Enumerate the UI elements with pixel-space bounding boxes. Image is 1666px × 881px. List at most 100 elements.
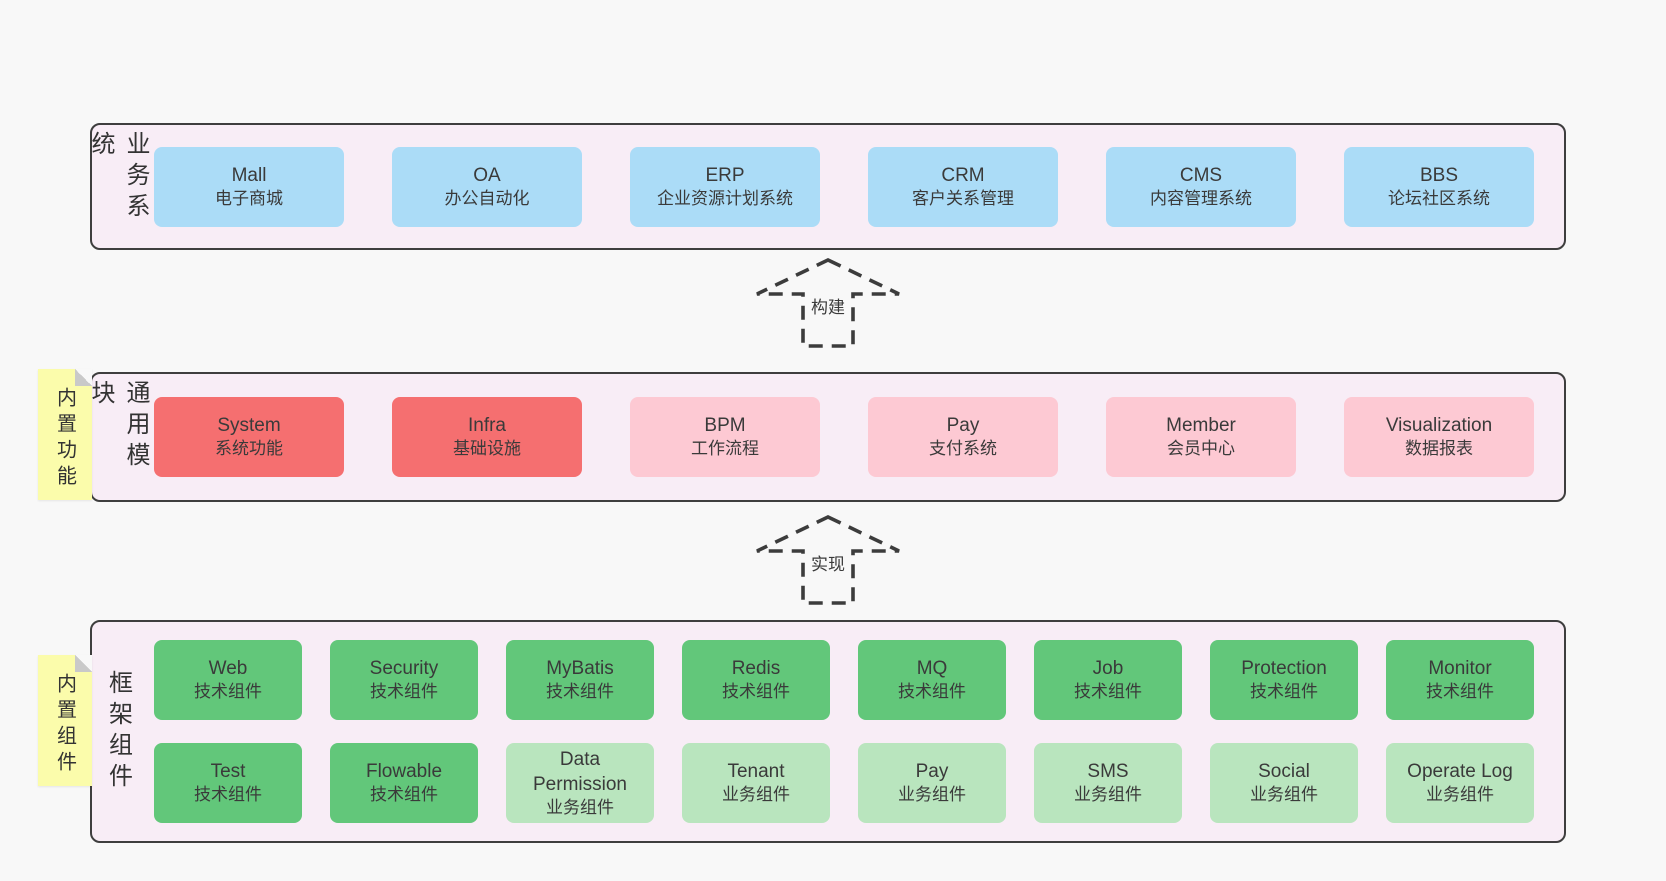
box-name: Job xyxy=(1092,658,1124,680)
box-name: Mall xyxy=(231,164,267,186)
box-subtitle: 系统功能 xyxy=(215,439,283,459)
box-subtitle: 工作流程 xyxy=(691,439,759,459)
implement-arrow-label: 实现 xyxy=(808,549,848,576)
box-name: Visualization xyxy=(1385,415,1493,437)
sticky-note-built-in-functions: 内置功能 xyxy=(38,369,92,500)
box-name: Flowable xyxy=(365,761,443,783)
box-name: Security xyxy=(369,658,439,680)
box-name: OA xyxy=(473,164,501,186)
sticky-note-label: 内置组件 xyxy=(53,672,76,777)
box-subtitle: 技术组件 xyxy=(1074,682,1142,702)
box-subtitle: 技术组件 xyxy=(722,682,790,702)
box-name: Operate Log xyxy=(1407,761,1513,783)
box-name: SMS xyxy=(1087,761,1129,783)
box-name: Data Permission xyxy=(533,748,627,795)
implement-arrow-icon: 实现 xyxy=(753,513,903,607)
box-subtitle: 业务组件 xyxy=(898,785,966,805)
box-name: ERP xyxy=(705,164,745,186)
box-subtitle: 业务组件 xyxy=(1074,785,1142,805)
box-subtitle: 技术组件 xyxy=(370,682,438,702)
box-subtitle: 企业资源计划系统 xyxy=(657,188,793,208)
box-subtitle: 技术组件 xyxy=(1250,682,1318,702)
box-subtitle: 业务组件 xyxy=(1426,785,1494,805)
box-name: Pay xyxy=(915,761,949,783)
box-subtitle: 会员中心 xyxy=(1167,439,1235,459)
box-subtitle: 业务组件 xyxy=(1250,785,1318,805)
box-subtitle: 技术组件 xyxy=(546,682,614,702)
box-subtitle: 技术组件 xyxy=(898,682,966,702)
sticky-note-label: 内置功能 xyxy=(53,386,76,491)
box-subtitle: 业务组件 xyxy=(722,785,790,805)
build-arrow-icon: 构建 xyxy=(753,256,903,350)
box-name: BBS xyxy=(1419,164,1459,186)
box-name: Tenant xyxy=(727,761,785,783)
box-name: CRM xyxy=(941,164,985,186)
box-subtitle: 论坛社区系统 xyxy=(1388,188,1490,208)
box-subtitle: 内容管理系统 xyxy=(1150,188,1252,208)
box-name: Redis xyxy=(731,658,781,680)
box-subtitle: 技术组件 xyxy=(370,785,438,805)
layer-label-business: 业务系统 xyxy=(87,131,149,224)
box-name: MQ xyxy=(916,658,948,680)
folded-corner-icon xyxy=(75,655,92,672)
box-name: BPM xyxy=(704,415,746,437)
box-name: Monitor xyxy=(1428,658,1492,680)
box-name: Protection xyxy=(1241,658,1327,680)
box-subtitle: 基础设施 xyxy=(453,439,521,459)
box-subtitle: 业务组件 xyxy=(546,797,614,817)
box-name: Member xyxy=(1166,415,1236,437)
box-subtitle: 技术组件 xyxy=(194,785,262,805)
layer-label-components: 框架组件 xyxy=(104,669,132,794)
folded-corner-icon xyxy=(75,369,92,386)
box-name: Infra xyxy=(467,415,507,437)
build-arrow-label: 构建 xyxy=(808,292,848,319)
box-name: CMS xyxy=(1179,164,1223,186)
box-name: Pay xyxy=(946,415,980,437)
box-name: Test xyxy=(210,761,246,783)
box-name: Social xyxy=(1258,761,1310,783)
box-subtitle: 电子商城 xyxy=(215,188,283,208)
box-name: MyBatis xyxy=(546,658,614,680)
box-subtitle: 客户关系管理 xyxy=(912,188,1014,208)
box-subtitle: 办公自动化 xyxy=(444,188,530,208)
box-subtitle: 技术组件 xyxy=(194,682,262,702)
layer-label-modules: 通用模块 xyxy=(87,380,149,473)
